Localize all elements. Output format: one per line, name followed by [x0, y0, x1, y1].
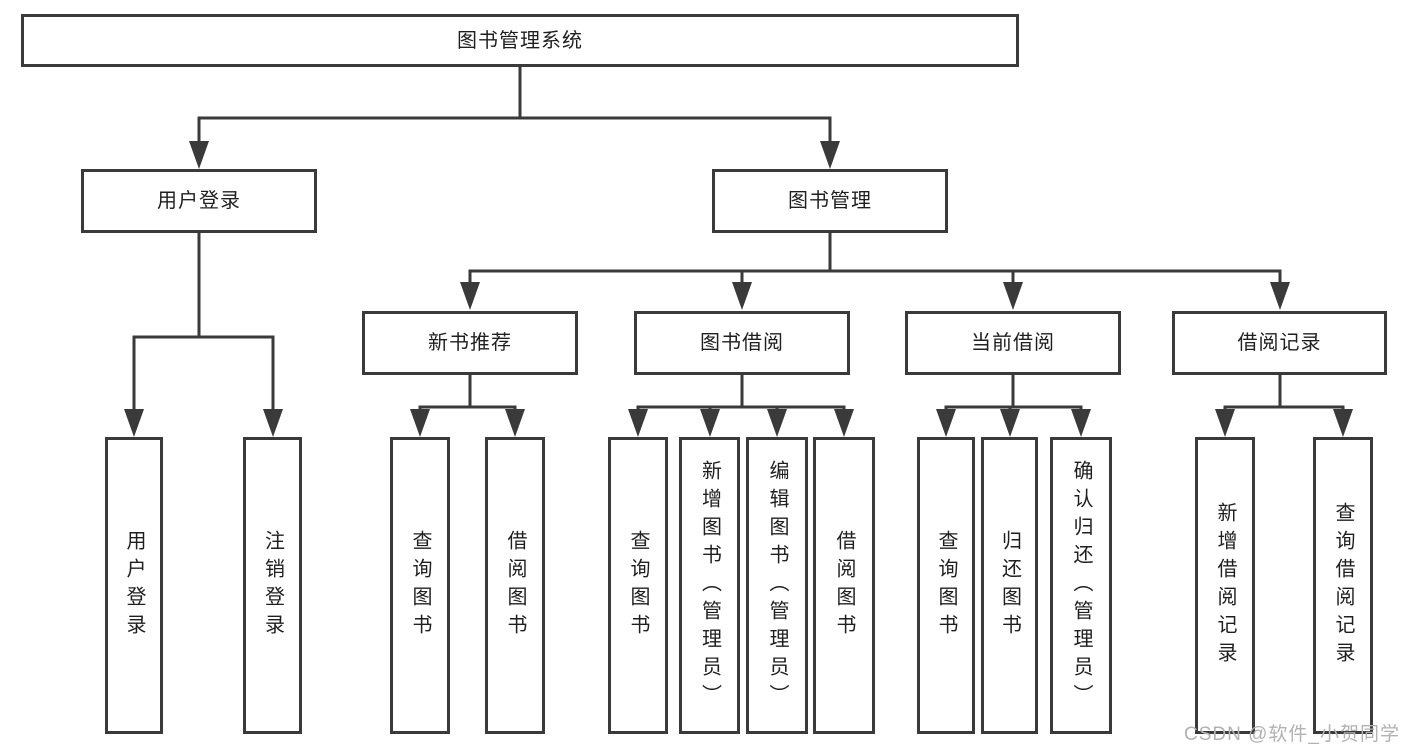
- leaf-bb-add-book-admin: 新增图书（管理员）: [679, 437, 740, 734]
- node-library-management-system: 图书管理系统: [21, 14, 1019, 67]
- leaf-nbr-query-book: 查询图书: [390, 437, 450, 734]
- arrowheads: [124, 141, 1353, 437]
- leaf-nbr-borrow-book: 借阅图书: [485, 437, 545, 734]
- csdn-watermark: CSDN @软件_小贺同学: [1184, 724, 1400, 745]
- node-book-management: 图书管理: [712, 169, 948, 233]
- node-book-borrow: 图书借阅: [634, 311, 850, 375]
- leaf-br-add-record: 新增借阅记录: [1195, 437, 1255, 734]
- leaf-bb-query-book: 查询图书: [608, 437, 668, 734]
- leaf-cb-return-book: 归还图书: [981, 437, 1038, 734]
- node-new-book-recommend: 新书推荐: [362, 311, 578, 375]
- leaf-bb-edit-book-admin: 编辑图书（管理员）: [746, 437, 808, 734]
- node-user-login-group: 用户登录: [81, 169, 317, 233]
- leaf-br-query-record: 查询借阅记录: [1313, 437, 1373, 734]
- leaf-cb-query-book: 查询图书: [917, 437, 975, 734]
- leaf-logout: 注销登录: [243, 437, 302, 734]
- leaf-bb-borrow-book: 借阅图书: [813, 437, 875, 734]
- leaf-cb-confirm-return-admin: 确认归还（管理员）: [1050, 437, 1112, 734]
- leaf-user-login: 用户登录: [105, 437, 163, 734]
- node-current-borrow: 当前借阅: [905, 311, 1121, 375]
- node-borrow-records: 借阅记录: [1172, 311, 1387, 375]
